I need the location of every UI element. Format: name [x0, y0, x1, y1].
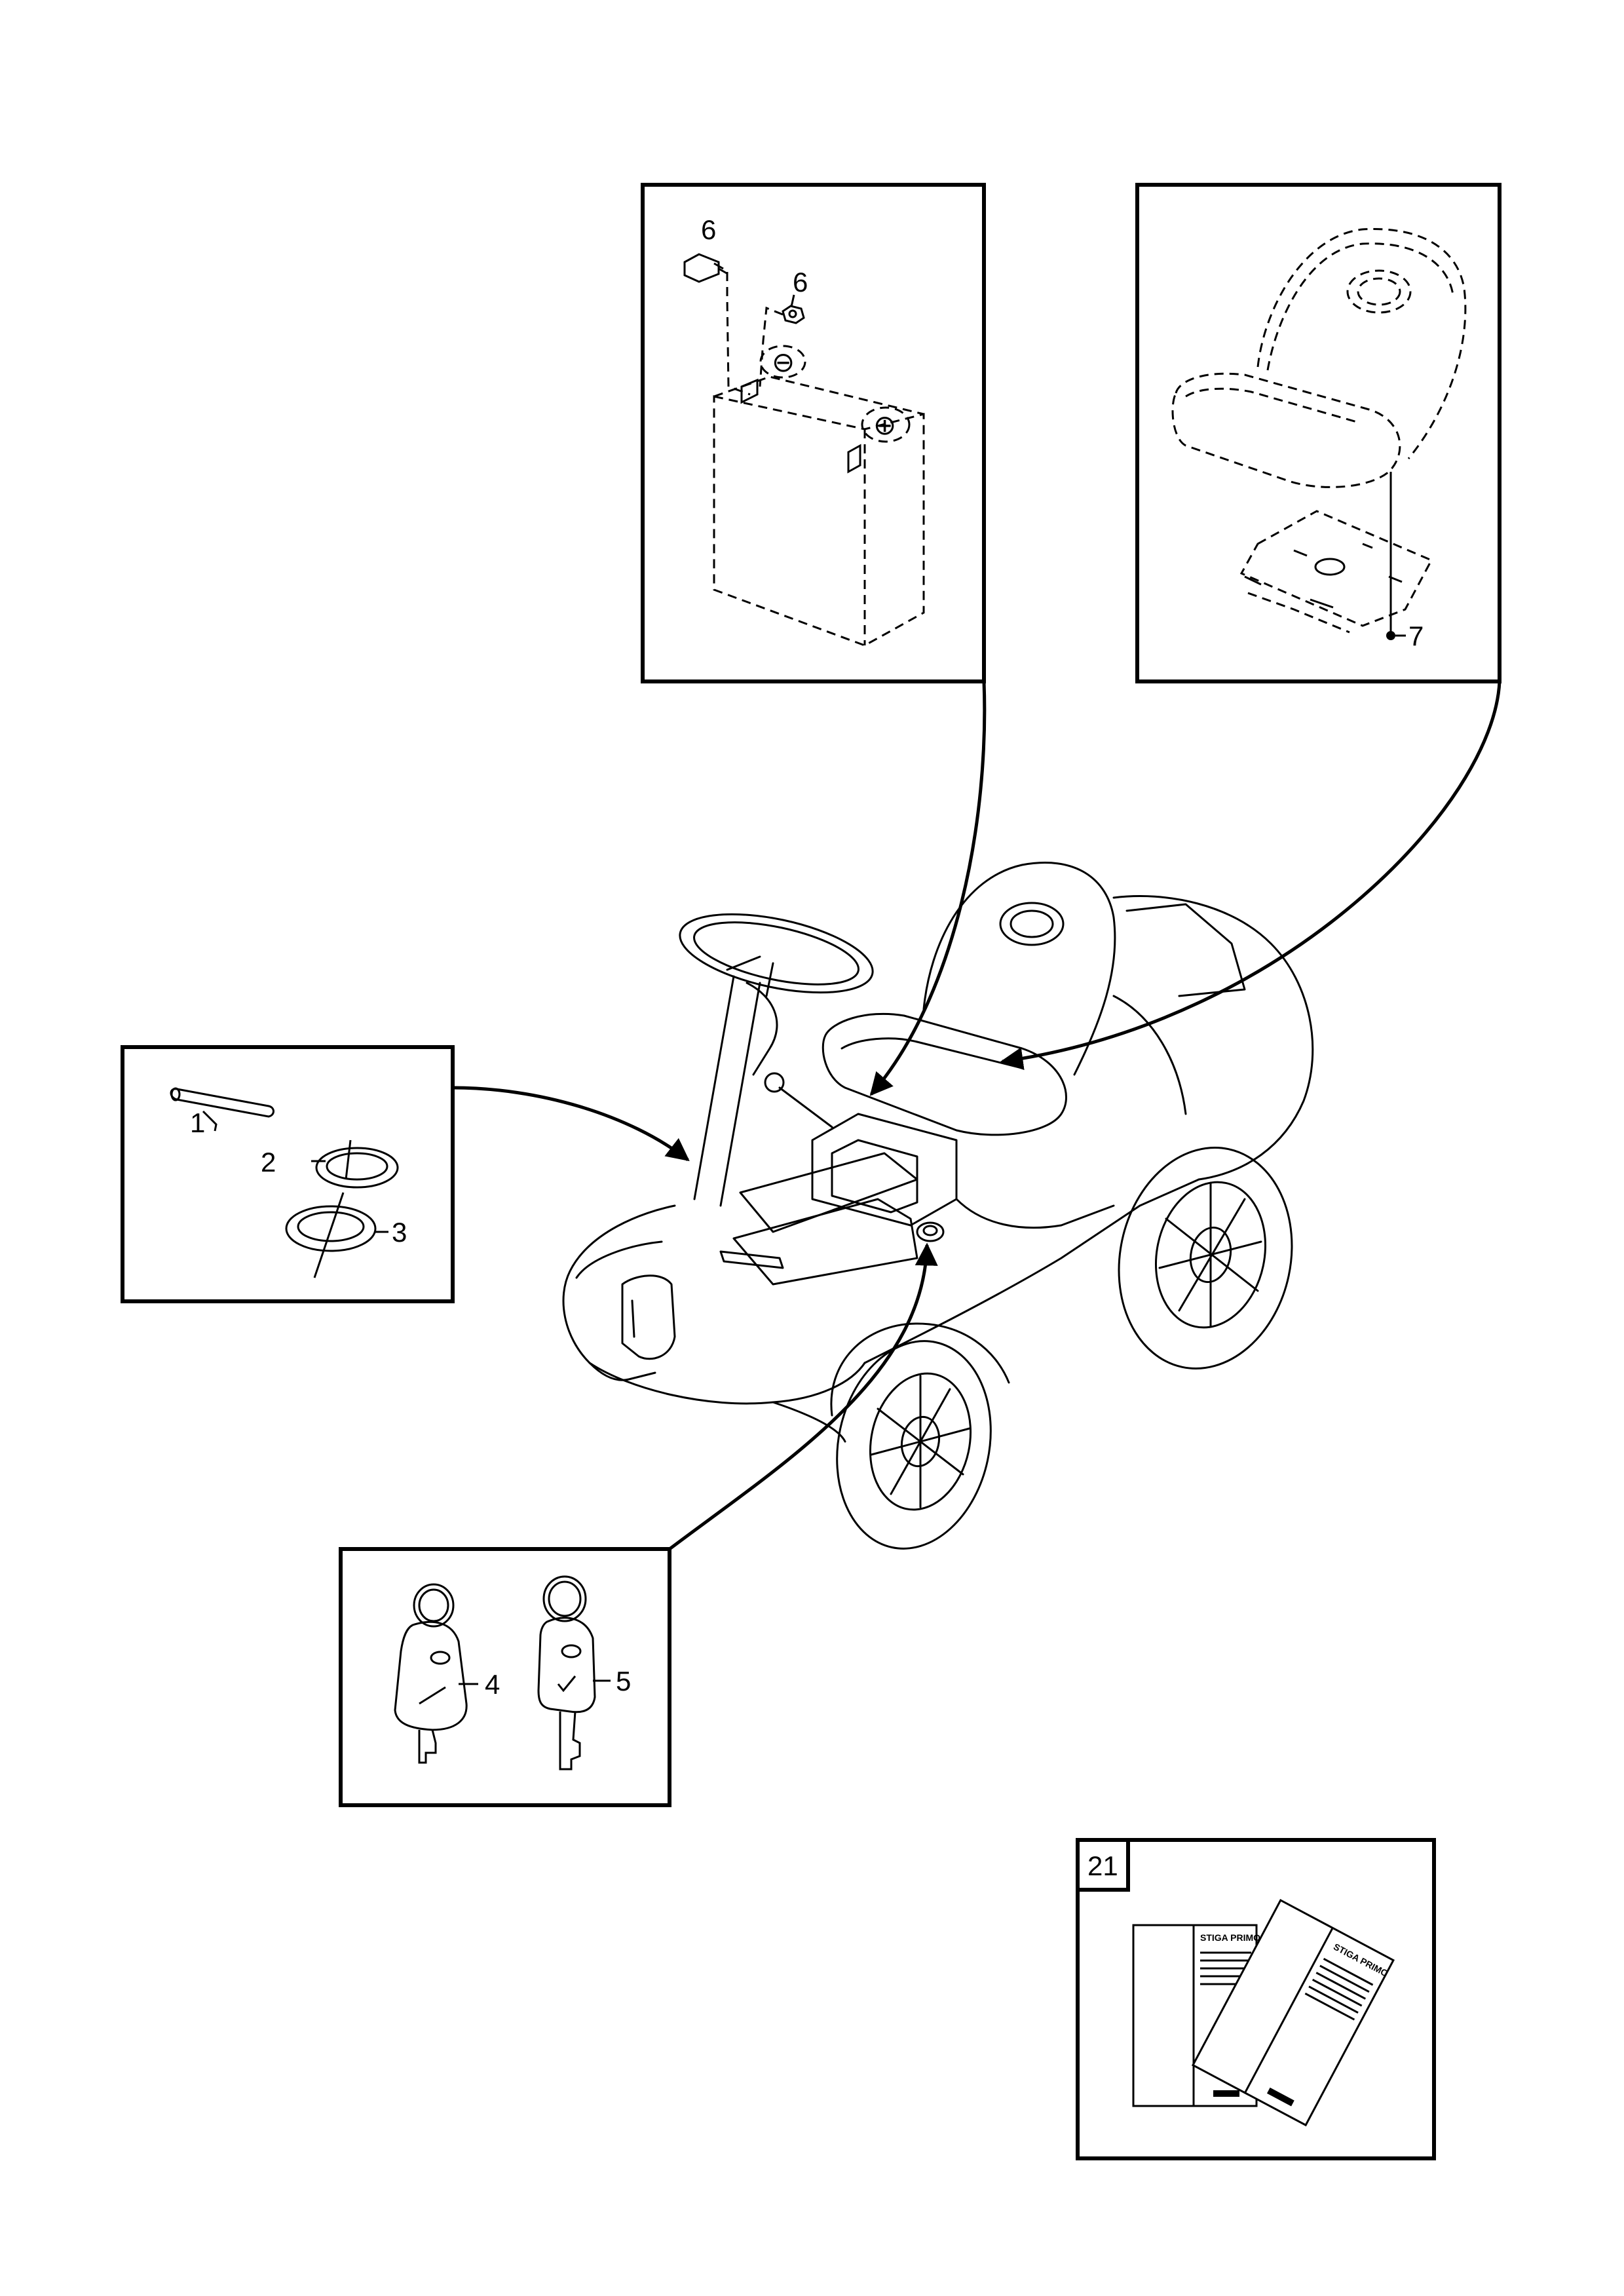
callout-3: 3	[392, 1217, 407, 1248]
callout-2: 2	[261, 1147, 276, 1177]
nut-icon	[782, 305, 805, 324]
keys-detail-box: 4 5	[339, 1547, 671, 1807]
pin-washers-detail-box: 1 2 3	[121, 1045, 455, 1303]
battery-pointer	[869, 681, 987, 1096]
bolt-icon	[683, 253, 728, 283]
battery-detail-box: ⊖ ⊕ 6 6	[641, 183, 986, 683]
key-icon	[537, 1575, 611, 1770]
callout-6a: 6	[701, 214, 716, 245]
manuals-detail-box: 21 STIGA PRIMO STIGA PRIMO	[1076, 1838, 1436, 2160]
negative-cable	[726, 272, 751, 396]
manual-a-title: STIGA PRIMO	[1200, 1932, 1260, 1943]
washer-icon	[285, 1192, 388, 1278]
pin-pointer	[452, 1086, 690, 1162]
keys-pointer	[668, 1242, 938, 1550]
callout-5: 5	[616, 1666, 631, 1696]
pin-icon	[170, 1087, 274, 1132]
washer-icon	[311, 1139, 399, 1189]
battery-negative-symbol: ⊖	[772, 347, 795, 377]
battery-positive-symbol: ⊕	[873, 410, 896, 440]
seat-detail-box: 7	[1135, 183, 1501, 683]
battery-icon	[713, 345, 925, 647]
seat-pointer	[1000, 681, 1501, 1070]
manuals-box-number: 21	[1087, 1850, 1118, 1881]
key-icon	[394, 1583, 478, 1764]
riding-mower-icon	[562, 862, 1314, 1550]
callout-7: 7	[1408, 621, 1424, 651]
seat-icon	[1171, 228, 1467, 640]
callout-1: 1	[190, 1107, 205, 1138]
callout-4: 4	[485, 1669, 500, 1700]
positive-cable	[759, 306, 784, 387]
callout-6b: 6	[793, 267, 808, 297]
